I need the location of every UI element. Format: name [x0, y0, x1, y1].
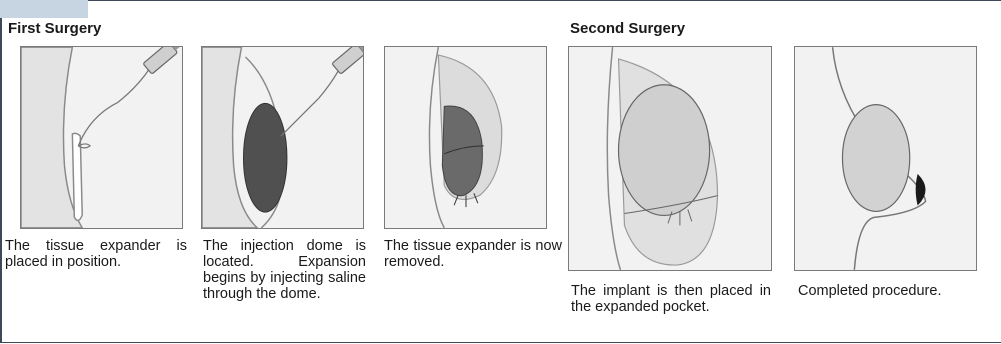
step-2-caption: The injection dome is located. Expansion…	[203, 238, 366, 302]
second-surgery-heading: Second Surgery	[570, 20, 685, 37]
step-4-caption: The implant is then placed in the expand…	[571, 283, 771, 315]
step-2-illustration	[201, 46, 364, 229]
first-surgery-heading: First Surgery	[8, 20, 101, 37]
step-4-illustration	[568, 46, 772, 271]
step-5-caption: Completed procedure.	[798, 283, 998, 299]
frame-top-border	[88, 0, 1001, 1]
step-5-illustration	[794, 46, 977, 271]
header-tab-accent	[0, 0, 88, 18]
step-1-caption: The tissue expander is placed in positio…	[5, 238, 187, 270]
step-3-illustration	[384, 46, 547, 229]
step-1-illustration	[20, 46, 183, 229]
step-3-caption: The tissue expander is now removed.	[384, 238, 562, 270]
